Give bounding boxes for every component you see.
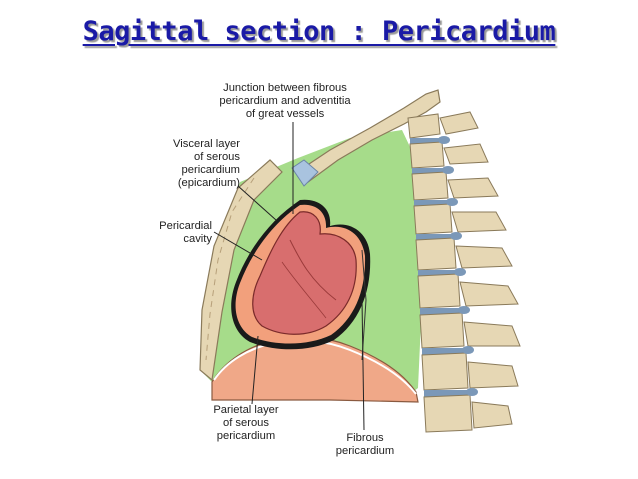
label-visceral-layer: Visceral layer of serous pericardium (ep… [173, 138, 240, 189]
vertebral-body-8 [421, 352, 469, 391]
spinous-process-2 [443, 143, 489, 165]
slide-title: Sagittal section : Pericardium [82, 16, 556, 47]
intervertebral-disc-2 [412, 168, 444, 174]
diaphragm [211, 336, 419, 403]
leader-line-parietal [251, 335, 259, 405]
spinous-process-7 [463, 321, 521, 347]
heart-chamber-line-2 [281, 261, 327, 319]
heart [252, 211, 357, 335]
intervertebral-foramen-7 [462, 346, 474, 354]
intervertebral-foramen-2 [442, 166, 454, 174]
spinous-process-1 [439, 111, 479, 135]
intervertebral-foramen-5 [454, 268, 466, 276]
vertebral-column [407, 111, 521, 433]
intervertebral-foramen-8 [466, 388, 478, 396]
intervertebral-disc-7 [422, 348, 464, 355]
leader-line-visceral [237, 185, 277, 221]
intervertebral-disc-1 [410, 138, 440, 144]
intervertebral-disc-6 [420, 308, 460, 315]
first-rib [299, 89, 441, 183]
vertebral-body-9 [423, 394, 473, 433]
spinous-process-3 [447, 177, 499, 199]
vertebral-body-7 [419, 312, 465, 349]
label-pericardial-cavity: Pericardial cavity [159, 220, 212, 245]
costal-cartilage-line [205, 177, 255, 361]
leader-line-fibrous [361, 299, 365, 431]
label-parietal-layer: Parietal layer of serous pericardium [213, 404, 279, 442]
intervertebral-foramen-1 [438, 136, 450, 144]
spinous-process-4 [451, 211, 507, 233]
label-fibrous-pericardium: Fibrous pericardium [335, 432, 395, 457]
intervertebral-disc-5 [418, 270, 456, 276]
heart-chamber-line [289, 239, 337, 301]
intervertebral-disc-8 [424, 390, 468, 397]
intervertebral-disc-4 [416, 234, 452, 240]
vertebral-body-1 [407, 113, 441, 139]
fibrous-pericardium-edge [361, 249, 367, 361]
spinous-process-6 [459, 281, 519, 307]
vertebral-body-3 [411, 171, 449, 201]
vertebral-body-5 [415, 237, 457, 271]
leader-line-cavity [213, 231, 263, 261]
vertebral-body-4 [413, 203, 453, 235]
vertebral-body-6 [417, 273, 461, 309]
intervertebral-foramen-6 [458, 306, 470, 314]
label-junction: Junction between fibrous pericardium and… [219, 82, 351, 120]
spinous-process-9 [471, 401, 513, 429]
vertebral-body-2 [409, 141, 445, 169]
intervertebral-foramen-4 [450, 232, 462, 240]
intervertebral-foramen-3 [446, 198, 458, 206]
diaphragm-upper-surface [213, 339, 417, 395]
great-vessel-junction [291, 159, 319, 187]
spinous-process-8 [467, 361, 519, 389]
spinous-process-5 [455, 245, 513, 269]
intervertebral-disc-3 [414, 200, 448, 206]
